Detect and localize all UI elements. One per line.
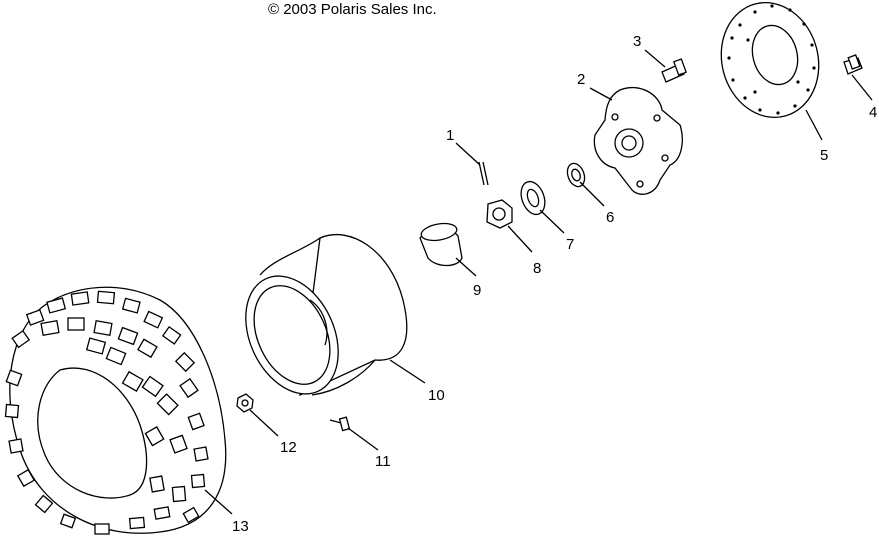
wheel-hub <box>593 86 683 195</box>
hub-bolt <box>661 58 687 83</box>
callout-4: 4 <box>869 104 877 121</box>
valve-stem <box>329 416 351 432</box>
callout-11: 11 <box>375 453 391 470</box>
wheel-rim <box>245 233 408 397</box>
callout-5: 5 <box>820 147 828 164</box>
callout-7: 7 <box>566 236 574 253</box>
copyright-notice: © 2003 Polaris Sales Inc. <box>268 1 437 18</box>
castle-nut <box>486 199 513 229</box>
leader-lines <box>204 49 873 515</box>
callout-12: 12 <box>280 439 297 456</box>
disc-bolt <box>843 54 863 75</box>
tire <box>4 286 227 535</box>
brake-disc <box>720 1 820 119</box>
callout-8: 8 <box>533 260 541 277</box>
callout-13: 13 <box>232 518 249 535</box>
cotter-pin <box>478 161 489 186</box>
tire-tread-blocks <box>4 290 209 535</box>
callout-9: 9 <box>473 282 481 299</box>
lug-nut <box>236 393 254 413</box>
washer-small <box>566 162 586 188</box>
callout-3: 3 <box>633 33 641 50</box>
callout-10: 10 <box>428 387 445 404</box>
callout-1: 1 <box>446 127 454 144</box>
callout-2: 2 <box>577 71 585 88</box>
washer-large <box>520 180 546 216</box>
hub-cap <box>419 222 463 267</box>
callout-6: 6 <box>606 209 614 226</box>
